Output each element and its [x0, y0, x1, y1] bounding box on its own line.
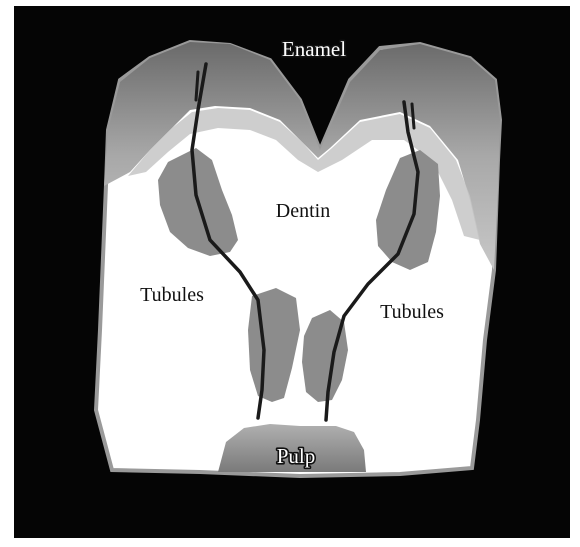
- pulp-label: Pulp: [277, 444, 316, 468]
- dentin-label: Dentin: [276, 200, 330, 222]
- left-tubule-branch: [196, 72, 198, 100]
- right-tubule-branch: [412, 104, 414, 128]
- tubules-left-label: Tubules: [140, 284, 204, 306]
- tubules-right-label: Tubules: [380, 301, 444, 323]
- enamel-label: Enamel: [282, 37, 346, 61]
